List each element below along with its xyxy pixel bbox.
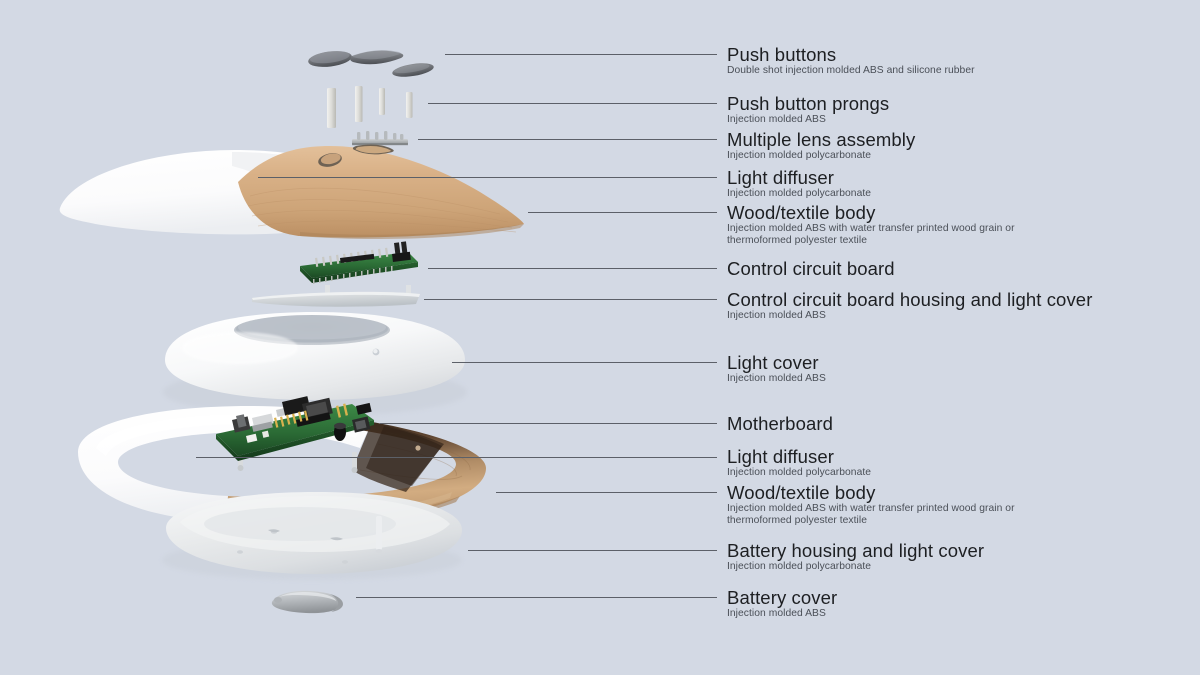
battery-housing-part (162, 492, 462, 580)
part-subtitle-line: Injection molded ABS (727, 608, 826, 619)
leader-line-light-cover (452, 362, 717, 363)
leader-line-lens-assembly (418, 139, 717, 140)
callout-push-button-prongs: Push button prongs Injection molded ABS (727, 93, 889, 126)
part-title: Push buttons (727, 44, 837, 65)
leader-line-light-diffuser-bottom (196, 457, 717, 458)
motherboard-part (216, 396, 374, 473)
leader-line-push-button-prongs (428, 103, 717, 104)
part-subtitle-line: Injection molded polycarbonate (727, 188, 872, 199)
callout-wood-textile-body-bottom: Wood/textile body Injection molded ABS w… (727, 482, 1015, 528)
callout-light-cover: Light cover Injection molded ABS (727, 352, 826, 385)
callout-light-diffuser-top: Light diffuser Injection molded polycarb… (727, 167, 871, 200)
callout-motherboard: Motherboard (727, 413, 833, 434)
part-title: Light diffuser (727, 167, 834, 188)
push-buttons-part (308, 50, 434, 77)
leader-line-battery-housing (468, 550, 717, 551)
part-title: Control circuit board housing and light … (727, 289, 1093, 310)
battery-cover-part (271, 590, 343, 614)
leader-line-control-circuit-board (428, 268, 717, 269)
callout-multiple-lens-assembly: Multiple lens assembly Injection molded … (727, 129, 915, 162)
part-subtitle-line: Injection molded ABS (727, 310, 826, 321)
leader-line-light-diffuser-top (258, 177, 717, 178)
part-title: Motherboard (727, 413, 833, 434)
part-subtitle-line: Injection molded polycarbonate (727, 150, 872, 161)
part-subtitle-line: Injection molded ABS (727, 114, 826, 125)
light-cover-part (163, 312, 467, 416)
callout-control-circuit-board-housing: Control circuit board housing and light … (727, 289, 1092, 322)
part-title: Battery cover (727, 587, 838, 608)
callout-light-diffuser-bottom: Light diffuser Injection molded polycarb… (727, 446, 871, 479)
leader-line-motherboard (380, 423, 717, 424)
push-button-prongs-part (327, 86, 413, 128)
part-title: Multiple lens assembly (727, 129, 916, 150)
control-board-housing-part (252, 285, 420, 307)
control-circuit-board-part (300, 241, 418, 284)
leader-line-wood-body-bottom (496, 492, 717, 493)
part-subtitle-line: thermoformed polyester textile (727, 515, 867, 527)
leader-line-battery-cover (356, 597, 717, 598)
part-subtitle-line: Injection molded polycarbonate (727, 467, 872, 478)
callout-control-circuit-board: Control circuit board (727, 258, 895, 279)
part-title: Control circuit board (727, 258, 895, 279)
part-subtitle-line: Double shot injection molded ABS and sil… (727, 65, 975, 76)
part-subtitle-line: thermoformed polyester textile (727, 235, 867, 247)
top-shell-part (59, 144, 524, 240)
part-title: Wood/textile body (727, 202, 876, 223)
leader-line-push-buttons (445, 54, 717, 55)
part-subtitle-line: Injection molded polycarbonate (727, 561, 872, 572)
part-title: Battery housing and light cover (727, 540, 985, 561)
part-title: Wood/textile body (727, 482, 876, 503)
part-subtitle-line: Injection molded ABS (727, 373, 826, 384)
callout-push-buttons: Push buttons Double shot injection molde… (727, 44, 975, 77)
lens-assembly-part (352, 131, 408, 146)
part-title: Push button prongs (727, 93, 890, 114)
callout-wood-textile-body-top: Wood/textile body Injection molded ABS w… (727, 202, 1015, 248)
leader-line-control-board-housing (424, 299, 717, 300)
callout-battery-cover: Battery cover Injection molded ABS (727, 587, 837, 620)
part-subtitle-line: Injection molded ABS with water transfer… (727, 223, 1015, 234)
leader-line-wood-body-top (528, 212, 717, 213)
part-title: Light cover (727, 352, 819, 373)
callout-battery-housing: Battery housing and light cover Injectio… (727, 540, 984, 573)
part-subtitle-line: Injection molded ABS with water transfer… (727, 503, 1015, 514)
part-title: Light diffuser (727, 446, 834, 467)
